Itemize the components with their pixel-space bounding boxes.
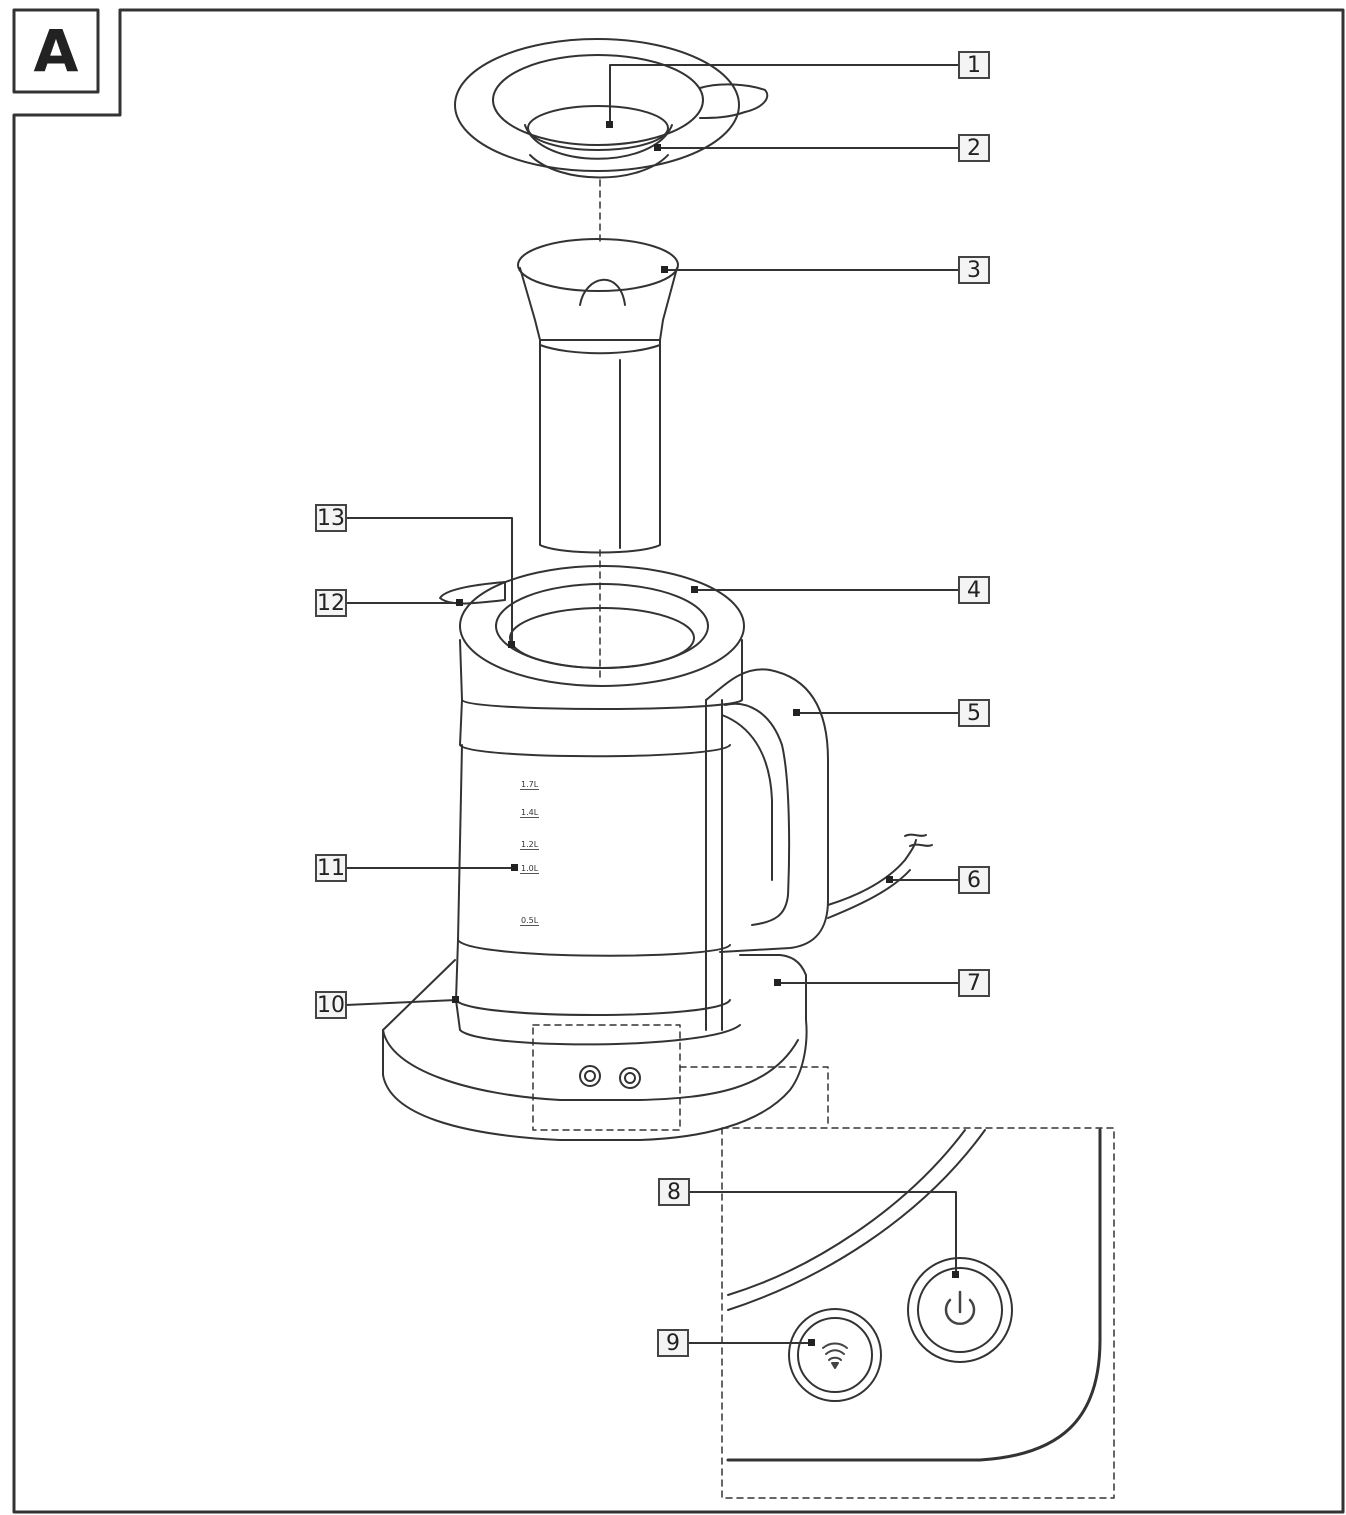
callout-10: 10 [315, 991, 347, 1019]
zoom-source-box [532, 1024, 681, 1131]
callout-13: 13 [315, 504, 347, 532]
leader-dots [452, 121, 959, 1346]
callout-11: 11 [315, 854, 347, 882]
leader-lines [345, 64, 959, 1344]
wifi-icon [822, 1342, 848, 1369]
panel-letter-box [12, 8, 100, 94]
scale-mark-4: 1.0L [520, 864, 540, 874]
lid [454, 38, 769, 179]
callout-6: 6 [958, 866, 990, 894]
wifi-button-ring [788, 1308, 882, 1402]
power-button-ring [907, 1257, 1013, 1363]
scale-mark-5: 0.5L [520, 916, 540, 926]
tea-infuser [517, 238, 679, 554]
page-frame [12, 8, 1345, 1514]
callout-3: 3 [958, 256, 990, 284]
callout-2: 2 [958, 134, 990, 162]
kettle-handle [705, 668, 829, 953]
kettle-body [439, 565, 745, 1046]
scale-mark-3: 1.2L [520, 840, 540, 850]
callout-5: 5 [958, 699, 990, 727]
scale-mark-2: 1.4L [520, 808, 540, 818]
callout-12: 12 [315, 589, 347, 617]
power-cord [827, 833, 933, 919]
callout-7: 7 [958, 969, 990, 997]
callout-1: 1 [958, 51, 990, 79]
callout-9: 9 [657, 1329, 689, 1357]
zoom-detail-box [721, 1127, 1115, 1499]
callout-4: 4 [958, 576, 990, 604]
power-icon [944, 1290, 976, 1326]
zoom-detail [726, 1128, 1102, 1462]
panel-letter: A [33, 17, 79, 85]
callout-8: 8 [658, 1178, 690, 1206]
base [382, 954, 808, 1141]
scale-mark-1: 1.7L [520, 780, 540, 790]
